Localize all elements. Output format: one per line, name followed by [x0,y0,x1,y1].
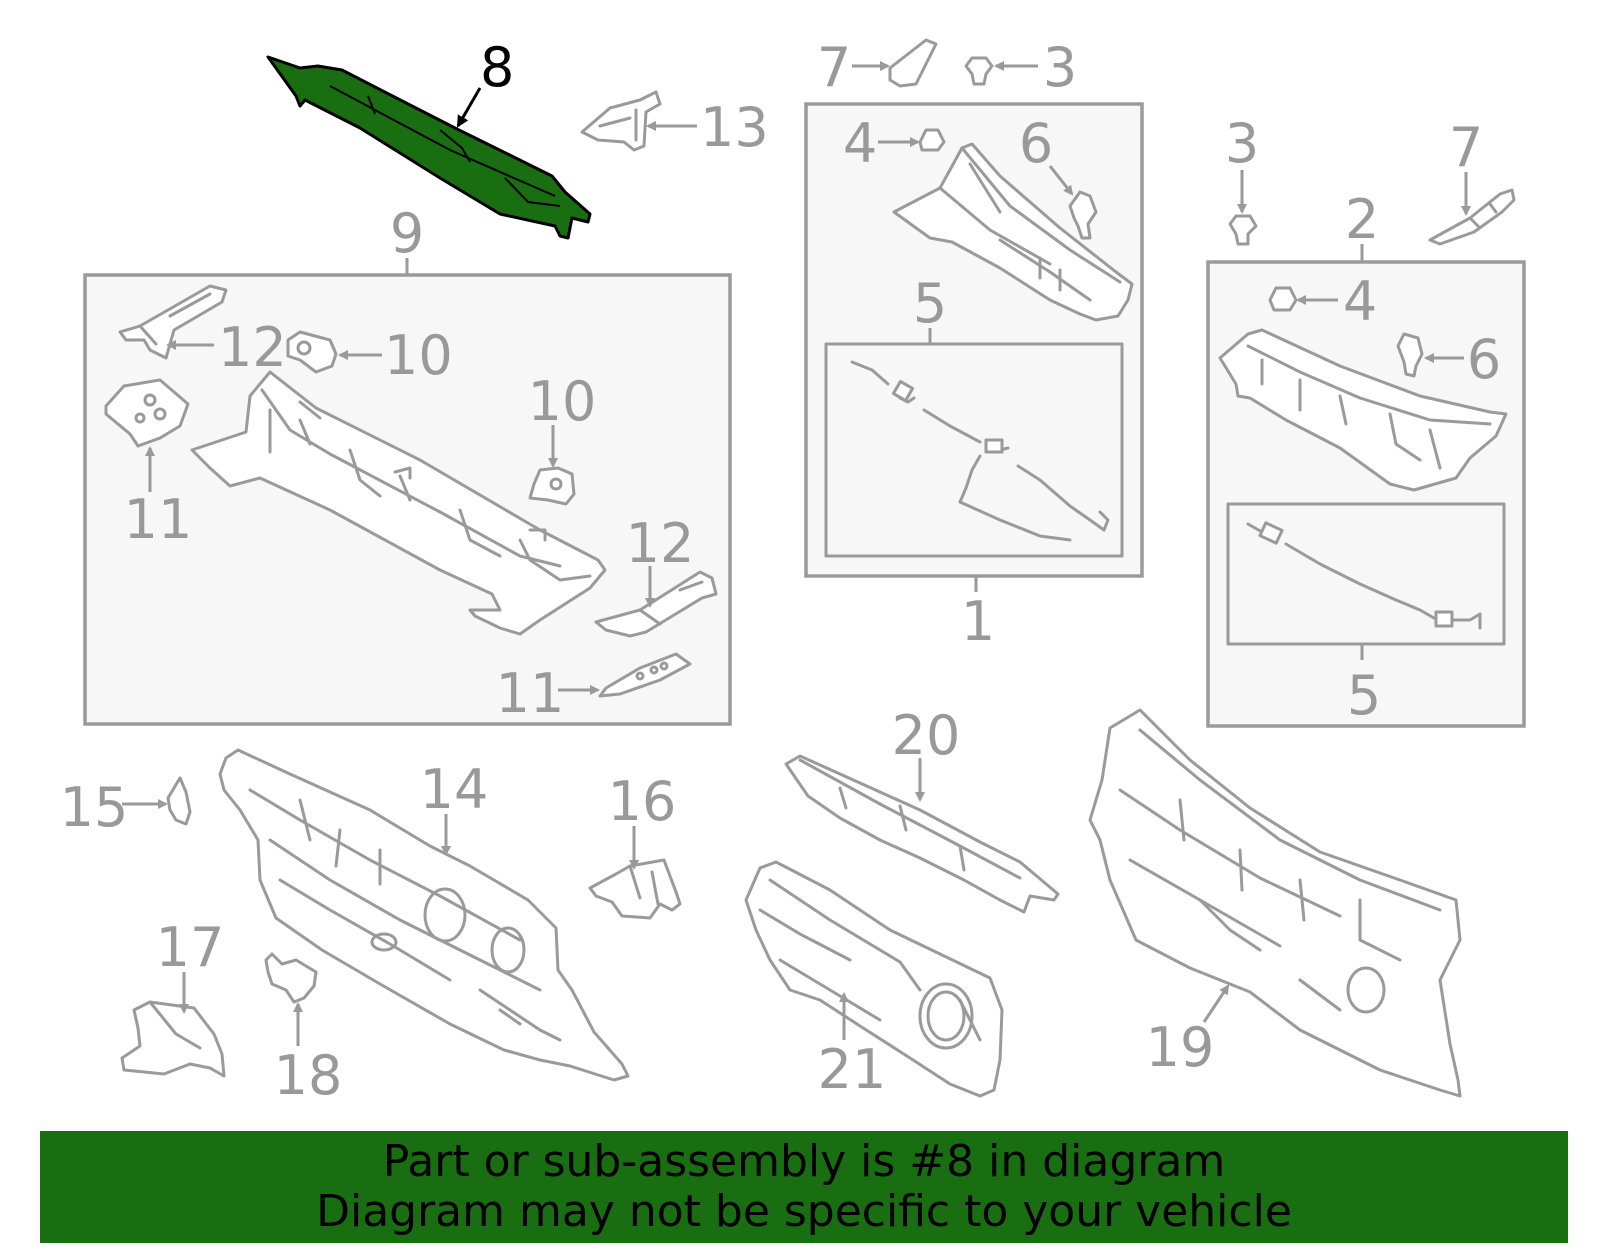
callout-20: 20 [892,704,961,767]
part-19-dash-insulator[interactable] [1088,708,1462,1098]
part-7-right[interactable] [1428,188,1516,246]
callout-6-box1: 6 [1019,112,1053,175]
callout-10-left: 10 [384,324,453,387]
callout-14: 14 [420,758,489,821]
callout-12-lower: 12 [626,512,695,575]
callout-12-upper: 12 [218,316,287,379]
part-6-box1[interactable] [1068,190,1098,240]
leader-19 [1202,984,1230,1023]
part-5-washer-hose-box1[interactable] [850,360,1110,542]
group-box-5-box1 [824,342,1124,558]
part-12-upper-brace[interactable] [118,284,228,360]
part-12-lower-brace[interactable] [594,570,718,638]
part-3-right[interactable] [1228,214,1258,246]
part-4-box2[interactable] [1268,286,1298,312]
part-13-bracket[interactable] [580,90,662,152]
part-16-bracket[interactable] [588,858,682,920]
part-4-box1[interactable] [918,128,946,152]
callout-10-right: 10 [528,370,597,433]
callout-6-box2: 6 [1467,328,1501,391]
callout-3-right: 3 [1225,112,1259,175]
banner-line-1: Part or sub-assembly is #8 in diagram [382,1136,1226,1187]
info-banner: Part or sub-assembly is #8 in diagram Di… [40,1131,1568,1243]
callout-18: 18 [274,1044,343,1107]
part-18-bracket[interactable] [264,952,318,1004]
part-5-washer-hose-box2[interactable] [1246,521,1482,630]
callout-17: 17 [156,916,225,979]
part-10-clip-right[interactable] [528,466,576,506]
callout-11-right: 11 [496,662,565,725]
part-11-bracket-right[interactable] [598,652,692,698]
part-cowl-grille-box2[interactable] [1218,328,1508,492]
part-10-clip-left[interactable] [286,330,338,374]
leader-8 [456,87,482,128]
part-8-cowl-panel[interactable] [266,55,592,240]
callout-7-top: 7 [817,36,851,99]
part-7-top-center[interactable] [888,38,938,88]
callout-1: 1 [961,590,995,653]
callout-11-left: 11 [124,488,193,551]
callout-3-top: 3 [1043,36,1077,99]
callout-5-box1: 5 [913,272,947,335]
callout-4-box1: 4 [843,112,877,175]
part-6-box2[interactable] [1396,332,1424,378]
part-15-clip[interactable] [166,776,192,826]
callout-21: 21 [818,1038,887,1101]
callout-2: 2 [1345,188,1379,251]
callout-15: 15 [60,776,129,839]
part-3-top-center[interactable] [964,56,994,86]
callout-16: 16 [608,770,677,833]
callout-19: 19 [1146,1016,1215,1079]
callout-8: 8 [480,36,514,99]
callout-7-right: 7 [1449,116,1483,179]
part-9-cowl-assembly[interactable] [190,370,607,636]
part-21-insulator[interactable] [744,860,1004,1098]
leader-6-box1 [1048,165,1074,196]
group-box-5-box2 [1226,502,1506,646]
callout-13: 13 [700,96,769,159]
callout-4-box2: 4 [1343,270,1377,333]
part-17-bracket[interactable] [120,1000,226,1078]
callout-5-box2: 5 [1347,664,1381,727]
part-20-crossmember[interactable] [784,754,1060,914]
banner-line-2: Diagram may not be specific to your vehi… [316,1186,1292,1237]
part-11-bracket-left[interactable] [104,378,190,448]
callout-9: 9 [390,202,424,265]
part-cowl-grille-box1[interactable] [892,142,1134,322]
